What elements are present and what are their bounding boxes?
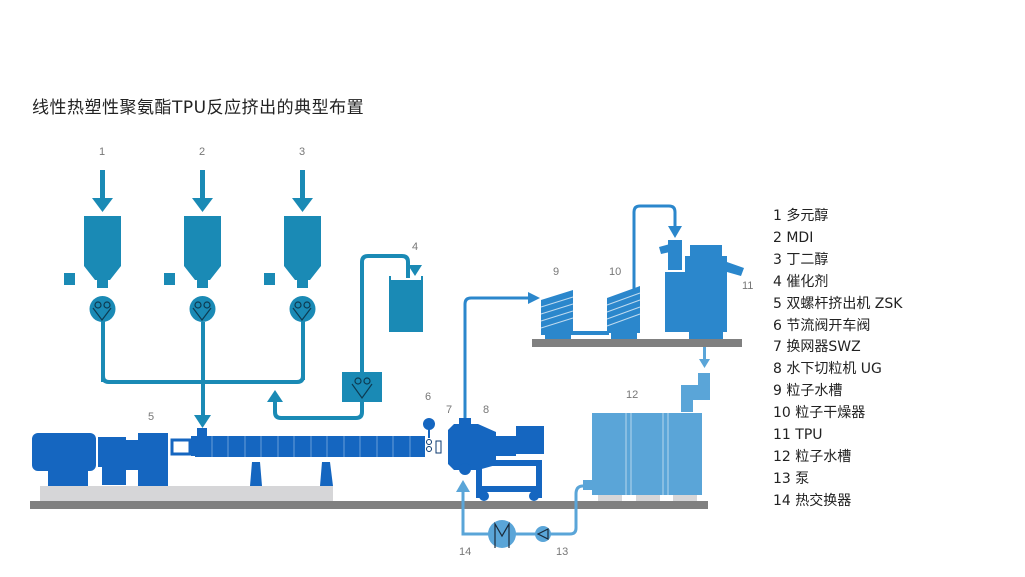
label-5: 5 (148, 411, 154, 423)
legend-item: 9 粒子水槽 (773, 383, 843, 400)
label-10: 10 (609, 266, 621, 278)
underwater-pelletizer (448, 418, 544, 501)
catalyst-pipe (360, 254, 410, 372)
heat-exchanger-icon (494, 521, 510, 548)
pump-icon (92, 301, 112, 321)
legend-item: 8 水下切粒机 UG (773, 361, 882, 378)
catalyst-return-pipe (273, 400, 364, 420)
heat-exchanger (488, 520, 516, 548)
legend-item: 2 MDI (773, 229, 814, 246)
feed-manifold-pipe (101, 320, 305, 384)
label-1: 1 (99, 146, 105, 158)
label-4: 4 (412, 241, 418, 253)
legend-item: 14 热交换器 (773, 492, 852, 509)
legend-item: 6 节流阀开车阀 (773, 317, 871, 334)
startup-valve (423, 418, 442, 454)
legend-item: 1 多元醇 (773, 208, 829, 224)
diagram-title: 线性热塑性聚氨酯TPU反应挤出的典型布置 (32, 98, 365, 118)
label-9: 9 (553, 266, 559, 278)
label-2: 2 (199, 146, 205, 158)
pellet-transport-pipe (463, 296, 532, 418)
legend-item: 13 泵 (773, 470, 810, 487)
feed-station-1 (64, 170, 121, 382)
label-13: 13 (556, 546, 568, 558)
twin-screw-extruder (32, 428, 425, 486)
label-8: 8 (483, 404, 489, 416)
legend-item: 3 丁二醇 (773, 251, 829, 268)
label-14: 14 (459, 546, 471, 558)
main-ground-line (30, 501, 708, 509)
label-6: 6 (425, 391, 431, 403)
legend-item: 10 粒子干燥器 (773, 405, 866, 422)
legend-item: 11 TPU (773, 427, 823, 444)
upper-platform (532, 339, 742, 347)
catalyst-tank (389, 265, 423, 332)
catalyst-pump-icon (351, 377, 373, 400)
feed-station-2 (164, 170, 221, 428)
feed-station-3 (264, 170, 321, 380)
legend-item: 4 催化剂 (773, 273, 829, 290)
legend: 1 多元醇 2 MDI 3 丁二醇 4 催化剂 5 双螺杆挤出机 ZSK 6 节… (773, 206, 902, 513)
pump-icon (192, 301, 212, 321)
legend-item: 7 换网器SWZ (773, 339, 861, 356)
water-pump-icon (536, 528, 549, 540)
legend-item: 5 双螺杆挤出机 ZSK (773, 295, 903, 312)
label-7: 7 (446, 404, 452, 416)
pellet-water-tank (541, 290, 573, 339)
label-11: 11 (742, 280, 753, 292)
legend-item: 12 粒子水槽 (773, 448, 852, 465)
label-3: 3 (299, 146, 305, 158)
extruder-base (40, 486, 333, 501)
label-12: 12 (626, 389, 638, 401)
dryer-outlet-pipe (632, 204, 677, 290)
tpu-silo (659, 240, 744, 339)
pellet-dryer (607, 286, 640, 339)
pump-icon (292, 301, 312, 321)
process-water-tank (592, 373, 710, 501)
water-return-pipe (461, 484, 584, 536)
